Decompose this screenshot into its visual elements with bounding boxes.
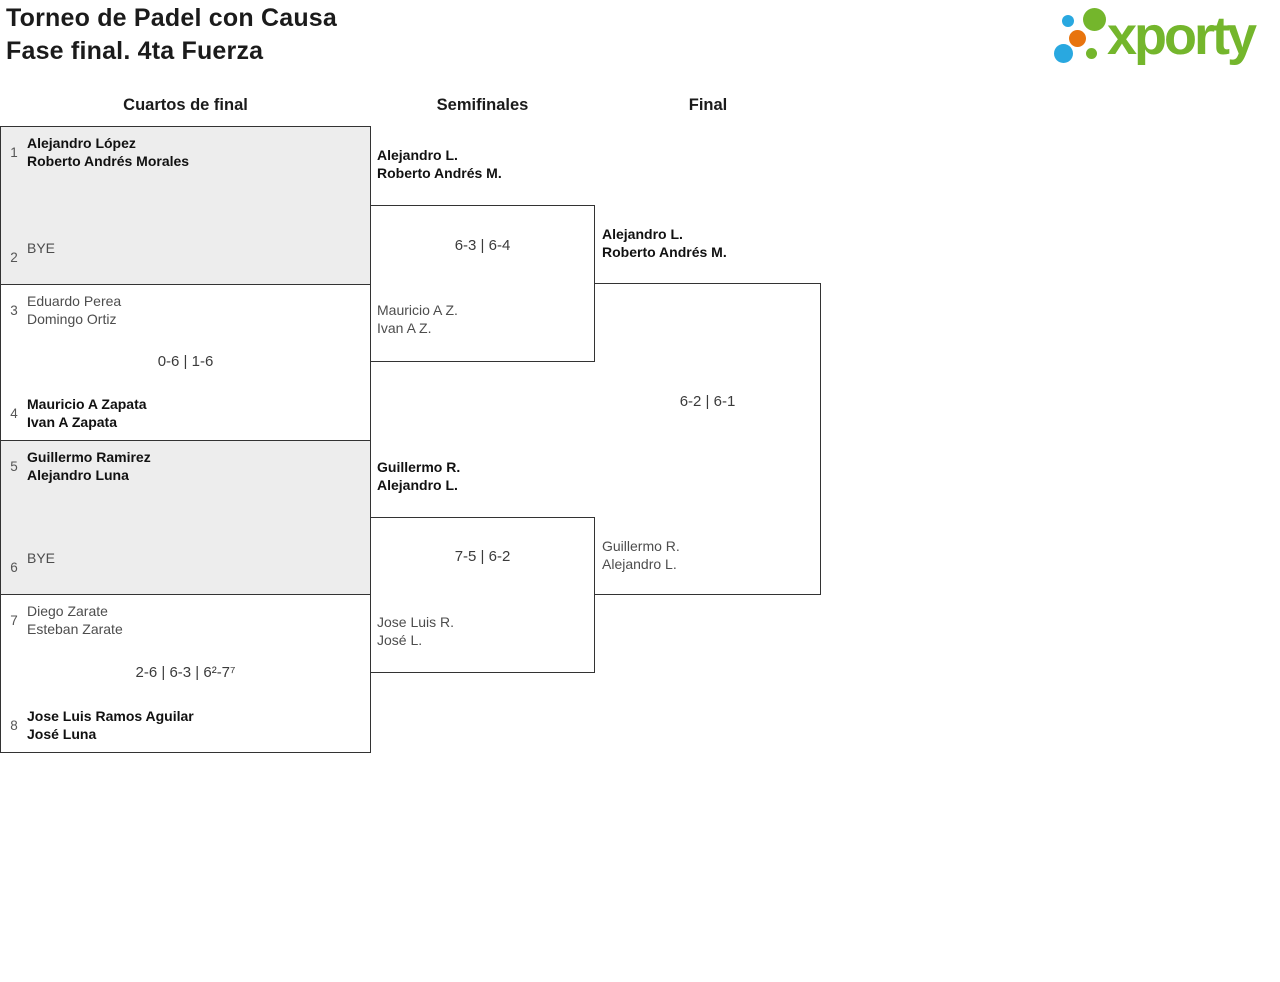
team-row: 8 Jose Luis Ramos Aguilar José Luna xyxy=(1,707,370,752)
logo-dot-icon xyxy=(1086,48,1097,59)
phase-name: Fase final. 4ta Fuerza xyxy=(6,37,264,65)
team-names: Eduardo Perea Domingo Ortiz xyxy=(27,292,121,328)
player-name: Jose Luis R. xyxy=(377,614,455,630)
seed-number: 1 xyxy=(10,144,18,160)
logo-dot-icon xyxy=(1062,15,1074,27)
final-team-bottom: Guillermo R. Alejandro L. xyxy=(602,537,680,573)
round-header-quarterfinals: Cuartos de final xyxy=(123,96,248,114)
round-header-semifinals: Semifinales xyxy=(436,96,529,114)
qf-match-3: 5 Guillermo Ramirez Alejandro Luna 6 BYE xyxy=(0,440,371,595)
sf1-team-top: Alejandro L. Roberto Andrés M. xyxy=(377,146,502,182)
match-score: 6-2 | 6-1 xyxy=(679,393,736,410)
logo-wordmark: xporty xyxy=(1107,6,1257,66)
player-name: Roberto Andrés M. xyxy=(377,165,502,181)
seed-number: 5 xyxy=(10,458,18,474)
seed-number: 4 xyxy=(10,405,18,421)
player-name: Guillermo Ramirez xyxy=(27,449,151,465)
seed-number: 6 xyxy=(10,559,18,575)
player-name: Ivan A Z. xyxy=(377,320,432,336)
match-score xyxy=(1,170,370,239)
bye-label: BYE xyxy=(27,240,56,256)
player-name: Esteban Zarate xyxy=(27,621,123,637)
team-row: 5 Guillermo Ramirez Alejandro Luna xyxy=(1,441,370,484)
page-title: Torneo de Padel con Causa Fase final. 4t… xyxy=(6,2,337,68)
player-name: Alejandro L. xyxy=(602,556,677,572)
team-names: Diego Zarate Esteban Zarate xyxy=(27,602,123,638)
xporty-logo[interactable]: xporty xyxy=(1050,5,1276,77)
team-names: Mauricio A Zapata Ivan A Zapata xyxy=(27,395,147,431)
team-row: 2 BYE xyxy=(1,239,370,284)
team-row: 1 Alejandro López Roberto Andrés Morales xyxy=(1,127,370,170)
sf2-team-top: Guillermo R. Alejandro L. xyxy=(377,458,460,494)
qf-match-2: 3 Eduardo Perea Domingo Ortiz 0-6 | 1-6 … xyxy=(0,284,371,441)
player-name: Roberto Andrés Morales xyxy=(27,153,190,169)
qf-match-4: 7 Diego Zarate Esteban Zarate 2-6 | 6-3 … xyxy=(0,594,371,753)
player-name: José L. xyxy=(377,632,423,648)
sf1-team-bottom: Mauricio A Z. Ivan A Z. xyxy=(377,301,458,337)
team-names: BYE xyxy=(27,239,55,275)
match-score xyxy=(1,484,370,549)
player-name: Diego Zarate xyxy=(27,603,108,619)
team-names: Alejandro López Roberto Andrés Morales xyxy=(27,134,189,170)
player-name: Ivan A Zapata xyxy=(27,414,117,430)
player-name: Alejandro L. xyxy=(377,147,458,163)
player-name: Mauricio A Z. xyxy=(377,302,458,318)
player-name: Alejandro L. xyxy=(377,477,458,493)
logo-dot-icon xyxy=(1083,8,1106,31)
sf-match-1-box xyxy=(370,205,595,362)
tournament-name: Torneo de Padel con Causa xyxy=(6,4,338,32)
bye-label: BYE xyxy=(27,550,56,566)
final-match-box xyxy=(594,283,821,595)
player-name: Alejandro L. xyxy=(602,226,683,242)
seed-number: 7 xyxy=(10,612,18,628)
player-name: Mauricio A Zapata xyxy=(27,396,147,412)
team-row: 3 Eduardo Perea Domingo Ortiz xyxy=(1,285,370,328)
team-names: BYE xyxy=(27,549,55,585)
match-score: 2-6 | 6-3 | 6²-7⁷ xyxy=(135,664,236,681)
seed-number: 8 xyxy=(10,717,18,733)
player-name: Guillermo R. xyxy=(602,538,680,554)
match-score: 0-6 | 1-6 xyxy=(157,353,214,370)
player-name: Alejandro Luna xyxy=(27,467,129,483)
player-name: Alejandro López xyxy=(27,135,136,151)
logo-dot-icon xyxy=(1054,44,1073,63)
player-name: Guillermo R. xyxy=(377,459,461,475)
team-names: Guillermo Ramirez Alejandro Luna xyxy=(27,448,151,484)
seed-number: 2 xyxy=(10,249,18,265)
team-row: 6 BYE xyxy=(1,549,370,594)
player-name: Jose Luis Ramos Aguilar xyxy=(27,708,194,724)
team-names: Jose Luis Ramos Aguilar José Luna xyxy=(27,707,194,743)
seed-number: 3 xyxy=(10,302,18,318)
final-team-top: Alejandro L. Roberto Andrés M. xyxy=(602,225,727,261)
sf2-team-bottom: Jose Luis R. José L. xyxy=(377,613,454,649)
match-score: 6-3 | 6-4 xyxy=(454,237,511,254)
round-header-final: Final xyxy=(688,96,728,114)
qf-match-1: 1 Alejandro López Roberto Andrés Morales… xyxy=(0,126,371,285)
player-name: Eduardo Perea xyxy=(27,293,122,309)
player-name: Roberto Andrés M. xyxy=(602,244,727,260)
team-row: 4 Mauricio A Zapata Ivan A Zapata xyxy=(1,395,370,440)
logo-dot-icon xyxy=(1069,30,1086,47)
player-name: Domingo Ortiz xyxy=(27,311,117,327)
sf-match-2-box xyxy=(370,517,595,673)
player-name: José Luna xyxy=(27,726,97,742)
match-score: 7-5 | 6-2 xyxy=(454,548,511,565)
team-row: 7 Diego Zarate Esteban Zarate xyxy=(1,595,370,638)
